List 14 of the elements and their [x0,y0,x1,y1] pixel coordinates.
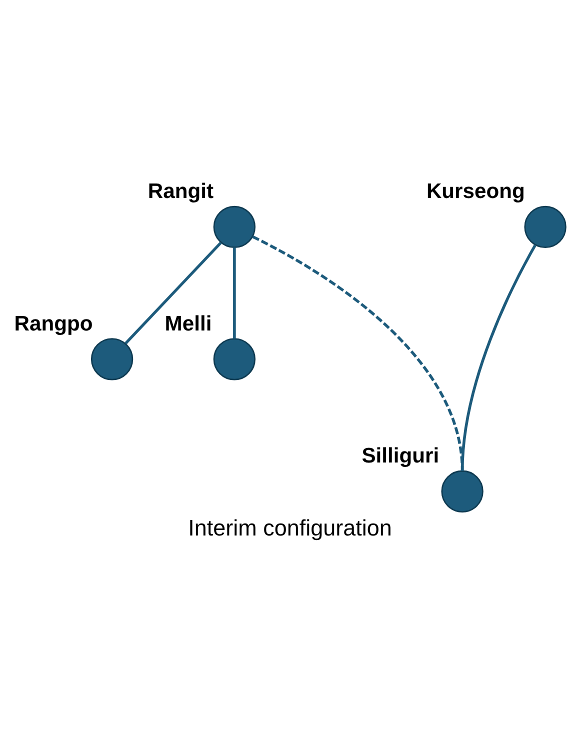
node-circle [213,206,256,248]
connector [233,247,236,339]
node-circle [524,206,566,248]
connector [124,242,222,344]
node-circle [90,338,134,380]
node-label: Kurseong [426,180,525,204]
connector [460,244,536,472]
node-label: Silliguri [362,444,440,468]
node-circle [441,470,484,512]
node-label: Rangpo [14,312,93,336]
node-label: Rangit [148,180,214,204]
node-circle [213,338,256,380]
node-label: Melli [164,312,212,336]
caption: Interim configuration [188,515,392,540]
